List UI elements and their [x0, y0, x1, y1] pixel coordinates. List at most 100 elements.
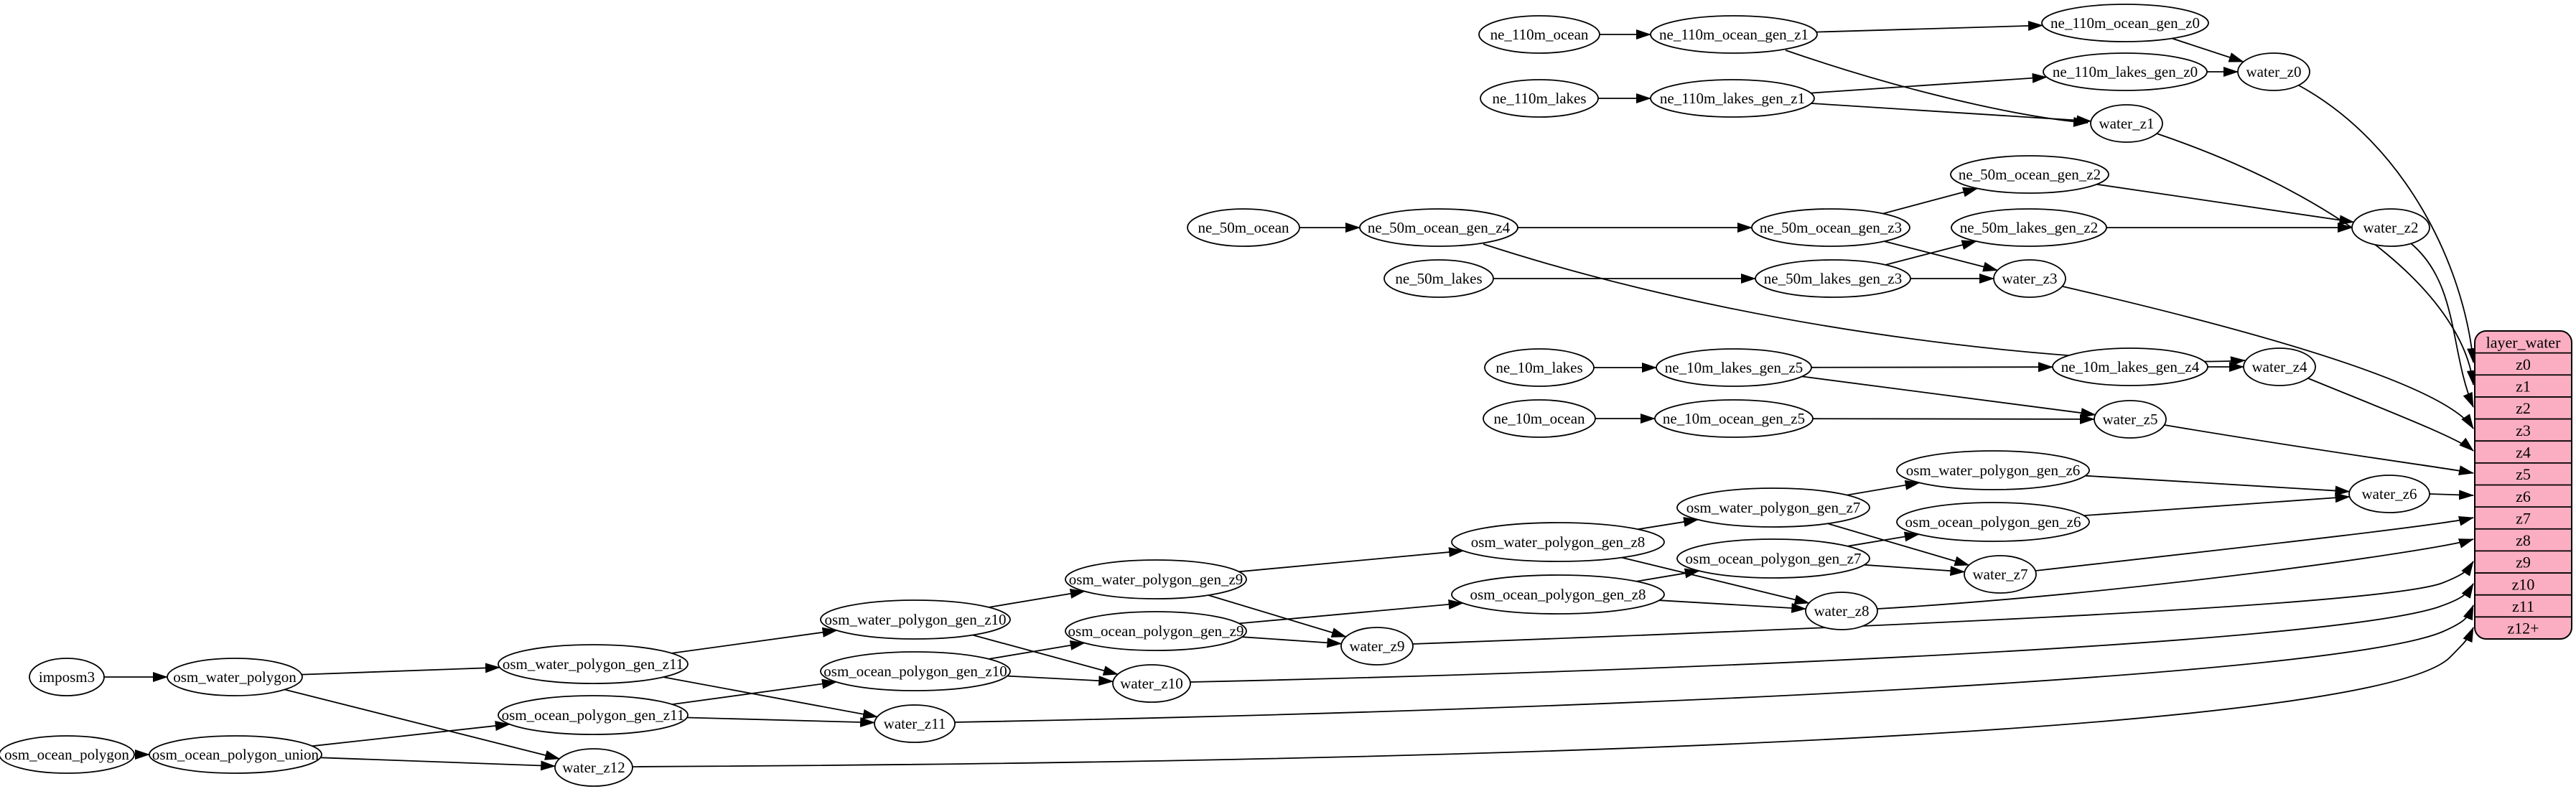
node-ellipse-ne_50m_ocean_gen_z2 [1950, 155, 2109, 194]
graph-node-water_z0: water_z0 [2237, 52, 2310, 91]
edge-osm_water_polygon_gen_z7-to-water_z7 [1827, 523, 1970, 566]
record-row-label-z2: z2 [2516, 399, 2531, 417]
node-label-ne_50m_lakes_gen_z3: ne_50m_lakes_gen_z3 [1764, 270, 1902, 287]
edge-water_z12-to-layer_water.z12+ [632, 627, 2474, 767]
node-label-water_z6: water_z6 [2362, 485, 2417, 503]
edge-osm_ocean_polygon_gen_z10-to-osm_ocean_polygon_gen_z9 [989, 640, 1086, 660]
node-label-ne_110m_lakes_gen_z0: ne_110m_lakes_gen_z0 [2053, 63, 2198, 80]
node-label-water_z9: water_z9 [1350, 638, 1405, 655]
record-row-label-z12+: z12+ [2507, 620, 2539, 638]
edge-water_z6-to-layer_water.z6 [2429, 490, 2474, 500]
node-ellipse-osm_ocean_polygon_union [149, 735, 322, 774]
node-ellipse-ne_110m_ocean_gen_z1 [1650, 15, 1818, 54]
graph-node-osm_ocean_polygon_gen_z6: osm_ocean_polygon_gen_z6 [1896, 502, 2090, 542]
node-ellipse-ne_50m_ocean_gen_z3 [1751, 208, 1910, 247]
graph-node-osm_ocean_polygon_gen_z10: osm_ocean_polygon_gen_z10 [820, 651, 1011, 691]
edge-osm_water_polygon_gen_z10-to-osm_water_polygon_gen_z9 [989, 588, 1086, 608]
edge-water_z0-to-layer_water.z0 [2298, 85, 2478, 363]
edge-water_z11-to-layer_water.z11 [954, 604, 2474, 723]
node-ellipse-osm_ocean_polygon_gen_z6 [1896, 502, 2090, 542]
edge-osm_water_polygon-to-water_z12 [284, 688, 561, 760]
graph-node-water_z3: water_z3 [1993, 259, 2066, 298]
node-ellipse-water_z10 [1112, 664, 1191, 703]
edge-ne_10m_lakes_gen_z5-to-ne_10m_lakes_gen_z4 [1811, 362, 2053, 373]
node-label-osm_ocean_polygon_gen_z9: osm_ocean_polygon_gen_z9 [1068, 622, 1244, 640]
graph-node-osm_ocean_polygon_union: osm_ocean_polygon_union [149, 735, 322, 774]
graph-node-water_z11: water_z11 [874, 704, 956, 743]
node-ellipse-osm_water_polygon_gen_z7 [1676, 487, 1870, 528]
record-row-label-z6: z6 [2516, 487, 2531, 505]
node-label-ne_110m_ocean_gen_z1: ne_110m_ocean_gen_z1 [1659, 26, 1809, 43]
node-label-osm_ocean_polygon_gen_z8: osm_ocean_polygon_gen_z8 [1470, 586, 1646, 603]
edge-ne_110m_ocean_gen_z1-to-water_z1 [1785, 50, 2089, 127]
edges-layer [104, 20, 2478, 771]
edge-water_z10-to-layer_water.z10 [1190, 583, 2474, 683]
node-label-ne_110m_ocean: ne_110m_ocean [1490, 26, 1589, 43]
graph-node-osm_water_polygon_gen_z6: osm_water_polygon_gen_z6 [1896, 450, 2090, 490]
node-ellipse-ne_110m_lakes_gen_z0 [2043, 52, 2208, 91]
node-label-ne_110m_ocean_gen_z0: ne_110m_ocean_gen_z0 [2050, 14, 2200, 32]
graph-node-osm_ocean_polygon_gen_z11: osm_ocean_polygon_gen_z11 [498, 695, 689, 735]
node-label-ne_110m_lakes_gen_z1: ne_110m_lakes_gen_z1 [1660, 90, 1805, 107]
node-label-water_z7: water_z7 [1973, 566, 2028, 583]
node-ellipse-osm_water_polygon_gen_z9 [1065, 559, 1247, 599]
record-row-label-z5: z5 [2516, 465, 2531, 483]
graph-node-ne_10m_lakes: ne_10m_lakes [1484, 348, 1595, 387]
graph-node-water_z4: water_z4 [2243, 347, 2316, 386]
node-ellipse-water_z1 [2090, 104, 2163, 143]
node-ellipse-water_z2 [2351, 208, 2430, 247]
edge-ne_110m_ocean_gen_z0-to-water_z0 [2172, 37, 2244, 62]
edge-osm_water_polygon_gen_z10-to-water_z10 [972, 634, 1119, 676]
node-label-imposm3: imposm3 [39, 668, 95, 686]
record-row-label-z11: z11 [2512, 597, 2534, 615]
edge-water_z5-to-layer_water.z5 [2164, 424, 2474, 475]
node-label-ne_10m_lakes_gen_z5: ne_10m_lakes_gen_z5 [1665, 359, 1803, 376]
record-row-label-z7: z7 [2516, 509, 2531, 527]
node-label-osm_water_polygon_gen_z7: osm_water_polygon_gen_z7 [1686, 499, 1861, 516]
graph-node-ne_110m_lakes_gen_z0: ne_110m_lakes_gen_z0 [2043, 52, 2208, 91]
graph-node-osm_ocean_polygon_gen_z8: osm_ocean_polygon_gen_z8 [1451, 574, 1665, 615]
graph-node-water_z8: water_z8 [1805, 592, 1878, 630]
edge-osm_water_polygon_gen_z6-to-water_z6 [2085, 475, 2351, 496]
graph-node-osm_ocean_polygon: osm_ocean_polygon [0, 735, 135, 774]
node-label-osm_ocean_polygon_gen_z11: osm_ocean_polygon_gen_z11 [502, 706, 685, 724]
node-label-osm_ocean_polygon_gen_z10: osm_ocean_polygon_gen_z10 [823, 663, 1007, 680]
edge-osm_water_polygon_gen_z8-to-water_z8 [1621, 556, 1810, 605]
record-row-label-z10: z10 [2512, 575, 2535, 593]
edge-water_z9-to-layer_water.z9 [1412, 561, 2474, 645]
node-ellipse-water_z5 [2094, 400, 2167, 439]
node-label-osm_ocean_polygon_union: osm_ocean_polygon_union [152, 746, 319, 763]
node-ellipse-osm_ocean_polygon_gen_z11 [498, 695, 689, 735]
node-ellipse-ne_50m_lakes_gen_z3 [1755, 259, 1911, 298]
node-label-osm_water_polygon_gen_z8: osm_water_polygon_gen_z8 [1471, 533, 1646, 551]
edge-osm_ocean_polygon_gen_z7-to-osm_ocean_polygon_gen_z6 [1847, 531, 1920, 547]
edge-osm_water_polygon_gen_z8-to-osm_water_polygon_gen_z7 [1638, 517, 1699, 531]
node-label-osm_water_polygon_gen_z10: osm_water_polygon_gen_z10 [824, 611, 1006, 628]
graph-node-osm_water_polygon_gen_z11: osm_water_polygon_gen_z11 [498, 644, 689, 684]
graph-node-osm_water_polygon_gen_z10: osm_water_polygon_gen_z10 [820, 599, 1011, 640]
graph-node-ne_50m_lakes: ne_50m_lakes [1383, 259, 1494, 298]
graph-node-water_z5: water_z5 [2094, 400, 2167, 439]
node-label-ne_50m_lakes: ne_50m_lakes [1395, 270, 1482, 287]
node-ellipse-water_z6 [2348, 475, 2430, 513]
edge-water_z7-to-layer_water.z7 [2035, 515, 2474, 571]
node-label-water_z10: water_z10 [1120, 675, 1182, 692]
graph-node-ne_50m_ocean: ne_50m_ocean [1187, 208, 1300, 247]
edge-osm_water_polygon-to-osm_water_polygon_gen_z11 [302, 663, 500, 676]
edge-ne_50m_ocean_gen_z3-to-ne_50m_ocean_gen_z2 [1882, 187, 1979, 215]
record-table-layer: layer_waterz0z1z2z3z4z5z6z7z8z9z10z11z12… [2474, 330, 2572, 640]
record-row-label-z3: z3 [2516, 421, 2531, 439]
node-ellipse-water_z9 [1340, 627, 1414, 666]
node-ellipse-ne_10m_ocean [1483, 399, 1596, 438]
node-ellipse-ne_50m_lakes [1383, 259, 1494, 298]
node-ellipse-water_z12 [554, 748, 633, 787]
node-ellipse-ne_110m_lakes_gen_z1 [1650, 79, 1815, 118]
edge-water_z8-to-layer_water.z8 [1877, 538, 2474, 610]
record-row-label-z1: z1 [2516, 378, 2531, 396]
graph-node-ne_110m_ocean_gen_z0: ne_110m_ocean_gen_z0 [2041, 4, 2209, 42]
node-label-water_z12: water_z12 [562, 759, 625, 776]
node-ellipse-osm_ocean_polygon_gen_z10 [820, 651, 1011, 691]
edge-osm_ocean_polygon_gen_z10-to-water_z10 [1007, 675, 1114, 686]
edge-osm_ocean_polygon_gen_z8-to-osm_ocean_polygon_gen_z7 [1636, 568, 1700, 582]
